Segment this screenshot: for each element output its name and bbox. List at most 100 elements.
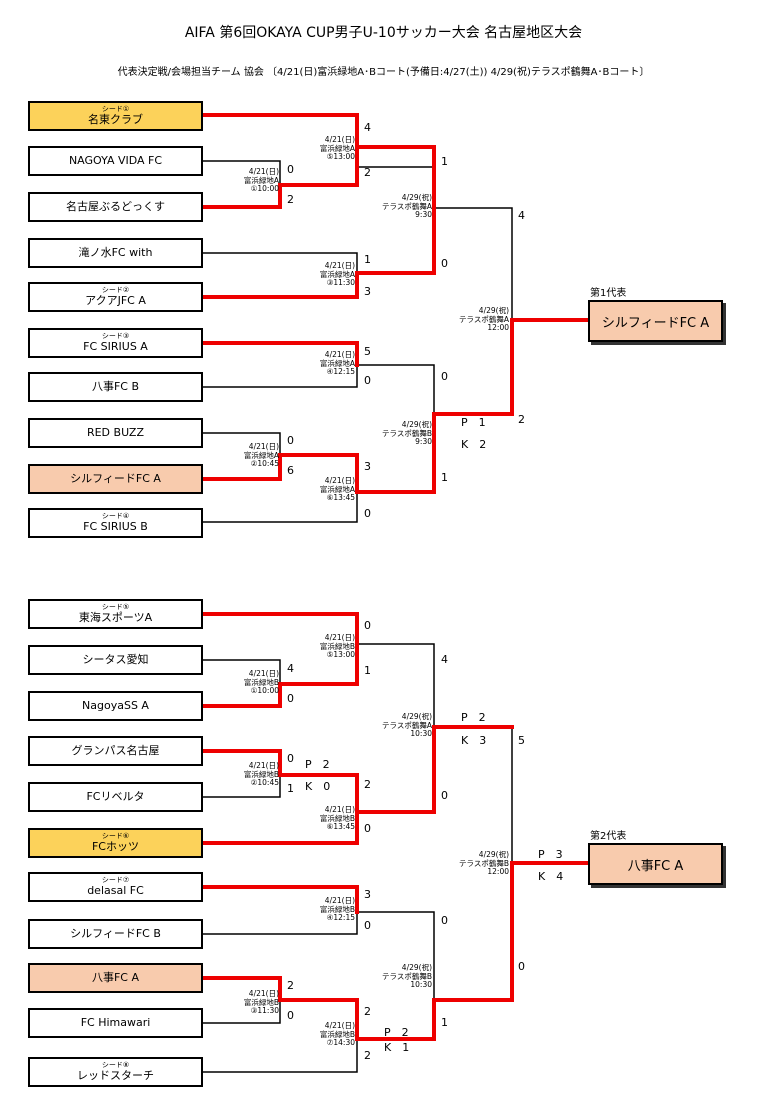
rep-label: 第1代表 <box>590 288 627 299</box>
team-box: 八事FC A <box>28 963 203 993</box>
pk-score: P 2 <box>305 758 330 771</box>
team-box: 八事FC B <box>28 372 203 402</box>
team-box: FCリベルタ <box>28 782 203 812</box>
rep-box: 八事FC A <box>588 843 723 885</box>
score: 3 <box>364 460 371 473</box>
score: 4 <box>364 121 371 134</box>
score: 2 <box>364 166 371 179</box>
team-box: シード③ FC SIRIUS A <box>28 328 203 358</box>
score: 0 <box>287 692 294 705</box>
team-box: 名古屋ぶるどっくす <box>28 192 203 222</box>
score: 0 <box>287 434 294 447</box>
team-box: シード① 名東クラブ <box>28 101 203 131</box>
score: 4 <box>518 209 525 222</box>
pk-score: K 0 <box>305 780 331 793</box>
pk-score: K 3 <box>461 734 487 747</box>
rep-box: シルフィードFC A <box>588 300 723 342</box>
seed-label: シード⑤ <box>101 603 130 611</box>
team-name: レッドスターチ <box>77 1069 154 1082</box>
score: 1 <box>364 664 371 677</box>
pk-score: K 2 <box>461 438 487 451</box>
team-box: NagoyaSS A <box>28 691 203 721</box>
seed-label: シード③ <box>101 332 130 340</box>
score: 1 <box>287 782 294 795</box>
team-box: シード② アクアJFC A <box>28 282 203 312</box>
page-subtitle: 代表決定戦/会場担当チーム 協会 〔4/21(日)富浜緑地A･Bコート(予備日:… <box>117 67 650 78</box>
team-name: FC Himawari <box>80 1016 151 1029</box>
seed-label: シード⑧ <box>101 1061 130 1069</box>
score: 0 <box>287 752 294 765</box>
score: 4 <box>441 653 448 666</box>
score: 2 <box>518 413 525 426</box>
score: 0 <box>364 822 371 835</box>
score: 0 <box>518 960 525 973</box>
pk-score: P 3 <box>538 848 563 861</box>
score: 2 <box>287 979 294 992</box>
score: 0 <box>364 507 371 520</box>
team-box: シード⑧ レッドスターチ <box>28 1057 203 1087</box>
team-name: シータス愛知 <box>82 653 149 666</box>
score: 1 <box>441 471 448 484</box>
seed-label: シード① <box>101 105 130 113</box>
team-box: シルフィードFC B <box>28 919 203 949</box>
seed-label: シード④ <box>101 512 130 520</box>
team-name: RED BUZZ <box>86 426 145 439</box>
pk-score: P 2 <box>384 1026 409 1039</box>
team-name: FC SIRIUS B <box>83 520 148 533</box>
team-name: FC SIRIUS A <box>83 340 148 353</box>
score: 0 <box>364 619 371 632</box>
score: 5 <box>364 345 371 358</box>
score: 0 <box>441 257 448 270</box>
team-name: delasal FC <box>87 884 144 897</box>
score: 5 <box>518 734 525 747</box>
pk-score: P 2 <box>461 711 486 724</box>
pk-score: K 4 <box>538 870 564 883</box>
score: 4 <box>287 662 294 675</box>
team-box: シータス愛知 <box>28 645 203 675</box>
team-name: 滝ノ水FC with <box>78 246 153 259</box>
seed-label: シード② <box>101 286 130 294</box>
team-name: NagoyaSS A <box>82 699 149 712</box>
pk-score: P 1 <box>461 416 486 429</box>
seed-label: シード⑥ <box>101 832 130 840</box>
team-box: シード⑦ delasal FC <box>28 872 203 902</box>
rep-label: 第2代表 <box>590 831 627 842</box>
team-name: 名東クラブ <box>88 113 143 126</box>
seed-label: シード⑦ <box>101 876 130 884</box>
team-box: シード⑤ 東海スポーツA <box>28 599 203 629</box>
team-box: グランパス名古屋 <box>28 736 203 766</box>
team-name: FCリベルタ <box>86 790 145 803</box>
score: 0 <box>441 789 448 802</box>
pk-score: K 1 <box>384 1041 410 1054</box>
team-box: NAGOYA VIDA FC <box>28 146 203 176</box>
score: 3 <box>364 285 371 298</box>
team-box: シルフィードFC A <box>28 464 203 494</box>
team-box: 滝ノ水FC with <box>28 238 203 268</box>
team-name: グランパス名古屋 <box>71 744 160 757</box>
team-box: シード④ FC SIRIUS B <box>28 508 203 538</box>
team-name: 八事FC B <box>91 380 140 393</box>
team-box: シード⑥ FCホッツ <box>28 828 203 858</box>
team-name: FCホッツ <box>91 840 139 853</box>
score: 0 <box>364 919 371 932</box>
score: 2 <box>364 1005 371 1018</box>
score: 6 <box>287 464 294 477</box>
team-name: シルフィードFC B <box>70 927 161 940</box>
